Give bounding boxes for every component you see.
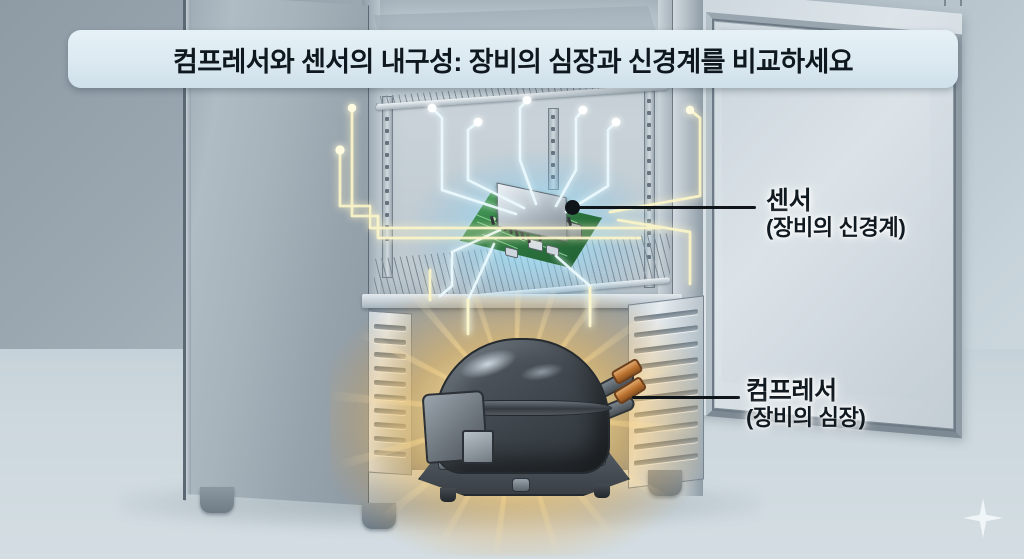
cabinet-foot-left bbox=[200, 487, 234, 513]
compressor-leader-line bbox=[632, 396, 740, 399]
compressor-bolt-front bbox=[512, 478, 530, 492]
compressor-sublabel: (장비의 심장) bbox=[746, 405, 866, 430]
compressor-leg-left bbox=[440, 488, 456, 502]
sensor-callout-dot bbox=[565, 200, 580, 215]
page-title: 컴프레서와 센서의 내구성: 장비의 심장과 신경계를 비교하세요 bbox=[172, 46, 854, 77]
sensor-label: 센서 bbox=[766, 187, 812, 215]
title-banner: 컴프레서와 센서의 내구성: 장비의 심장과 신경계를 비교하세요 bbox=[68, 30, 958, 88]
sensor-leader-line bbox=[578, 206, 756, 209]
refrigerator-door-hinge bbox=[944, 0, 962, 6]
callout-sensor: 센서 (장비의 신경계) bbox=[766, 187, 906, 241]
sensor-sublabel: (장비의 신경계) bbox=[766, 215, 906, 240]
compressor-label: 컴프레서 bbox=[746, 377, 837, 405]
compressor-terminal-cover bbox=[462, 430, 494, 464]
shelf-support-rail-left bbox=[382, 96, 393, 278]
compressor-leg-right bbox=[594, 484, 610, 498]
callout-compressor: 컴프레서 (장비의 심장) bbox=[746, 377, 866, 431]
